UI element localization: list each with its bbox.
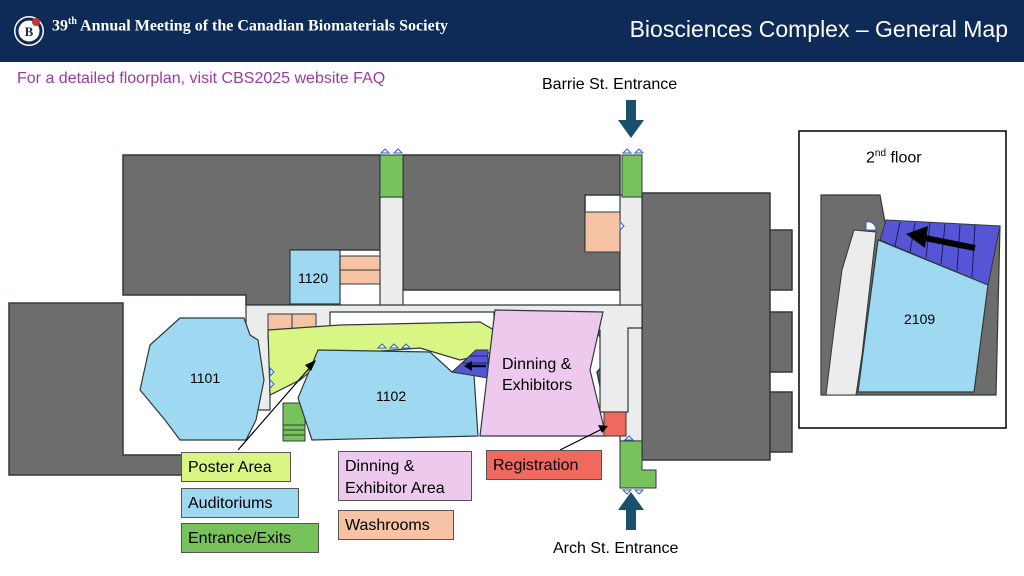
- arch-entrance-label: Arch St. Entrance: [553, 540, 679, 557]
- svg-text:B: B: [25, 24, 34, 39]
- entrance-exits: [282, 154, 657, 489]
- room-2109-label: 2109: [904, 311, 936, 327]
- registration-desk: [603, 411, 627, 437]
- floorplan-link-text[interactable]: For a detailed floorplan, visit CBS2025 …: [17, 70, 386, 87]
- registration-callout-arrowhead: [598, 425, 608, 433]
- legend-registration: Registration: [486, 450, 602, 480]
- dining-label-line1: Dinning &: [502, 356, 572, 373]
- second-floor-label: 2nd floor: [866, 148, 922, 167]
- auditoriums: [139, 249, 479, 441]
- poster-callout-line: [237, 364, 313, 451]
- arrow-icon-arch: [618, 492, 644, 530]
- entrance-stair-lines: [283, 424, 305, 436]
- second-floor-door-icon: [865, 221, 877, 231]
- building-masses: [8, 154, 793, 476]
- arrow-icon-stairs-2nd-head: [906, 226, 928, 248]
- header-bar: B 39th Annual Meeting of the Canadian Bi…: [0, 0, 1024, 62]
- barrie-entrance-label: Barrie St. Entrance: [542, 76, 678, 93]
- cbs-logo-icon: B: [14, 16, 44, 46]
- legend-poster-area: Poster Area: [181, 452, 291, 482]
- room-2109-region: [857, 239, 989, 393]
- conference-title: 39th Annual Meeting of the Canadian Biom…: [52, 16, 449, 35]
- arrow-icon-barrie: [618, 100, 644, 138]
- dining-label-line2: Exhibitors: [502, 377, 573, 394]
- poster-callout-arrowhead: [305, 360, 316, 371]
- arrow-icon-stairs-2nd: [924, 235, 976, 251]
- page-title: Biosciences Complex – General Map: [629, 16, 1008, 42]
- legend-auditoriums: Auditoriums: [181, 488, 299, 518]
- registration-callout-line: [559, 427, 605, 451]
- room-1120-label: 1120: [298, 270, 329, 286]
- dining-exhibitor-region: [479, 309, 607, 437]
- second-floor-corridor: [825, 229, 877, 396]
- legend-dining-exhibitor: Dinning & Exhibitor Area: [338, 451, 472, 501]
- legend-entrance-exits: Entrance/Exits: [181, 523, 319, 553]
- legend-dining-line2: Exhibitor Area: [345, 480, 445, 497]
- room-1101-label: 1101: [190, 370, 221, 386]
- poster-area-region: [267, 321, 495, 396]
- dining-label: Dinning & Exhibitors: [502, 354, 572, 396]
- room-1102-label: 1102: [376, 388, 407, 404]
- door-marks: [269, 148, 645, 495]
- legend-washrooms: Washrooms: [338, 510, 454, 540]
- stairs-ground: [450, 349, 489, 379]
- legend-dining-line1: Dinning &: [345, 458, 415, 475]
